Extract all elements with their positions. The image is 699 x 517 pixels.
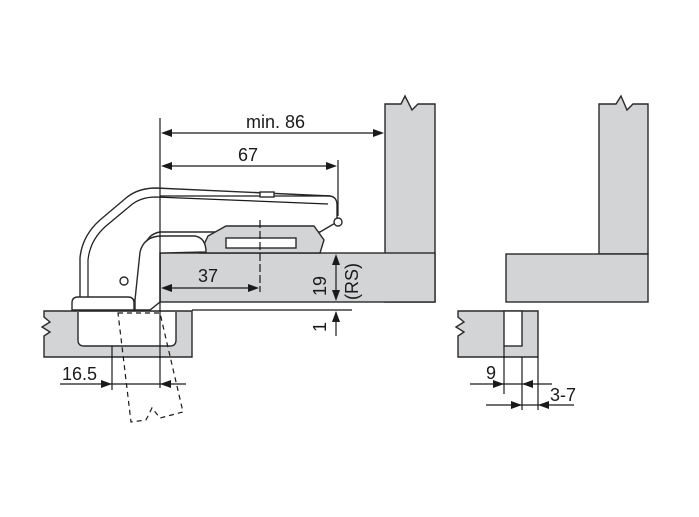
side-panel-left	[384, 94, 436, 303]
dim-37-arrow-right	[248, 284, 259, 292]
dim-1-arrow	[332, 311, 340, 322]
hinge-pivot-pin	[119, 276, 129, 286]
dim-rs-label: (RS)	[342, 263, 362, 300]
door-open-position	[117, 312, 184, 423]
hinge-foot	[71, 296, 135, 311]
dim-16-5-label: 16.5	[62, 364, 97, 384]
hinge-cup	[77, 312, 177, 347]
dim-9-arrow-left	[493, 380, 504, 388]
dim-67-arrow-right	[326, 162, 337, 170]
hinge-knuckle	[134, 235, 207, 311]
dim-3-7-arrow-left	[511, 401, 522, 409]
dim-37-arrow-left	[161, 284, 172, 292]
hinge-screw-head	[259, 191, 275, 198]
hinge-arm-inner	[87, 196, 329, 300]
dim-86-arrow-left	[161, 129, 172, 137]
dim-19-label: 19	[310, 276, 330, 296]
dim-67-label: 67	[238, 145, 258, 165]
dim-67-arrow-left	[161, 162, 172, 170]
dim-3-7-arrow-right	[538, 401, 549, 409]
side-panel-right	[598, 94, 649, 255]
dim-9-label: 9	[486, 363, 496, 383]
dim-1-label: 1	[310, 322, 330, 332]
hinge-arm	[79, 187, 338, 301]
dim-9-arrow-right	[522, 380, 533, 388]
shelf-panel-left	[159, 252, 436, 303]
mounting-plate-slot	[225, 237, 297, 249]
dim-37-label: 37	[198, 266, 218, 286]
hinge-adjust-screw	[333, 217, 343, 227]
door-panel-right	[454, 310, 539, 358]
dim-min-86-label: min. 86	[246, 112, 305, 132]
dim-3-7-label: 3-7	[550, 385, 576, 405]
dim-16-5-arrow-right	[160, 380, 171, 388]
dim-19-arrow-bottom	[332, 290, 340, 301]
shelf-panel-right	[505, 253, 649, 303]
dim-16-5-arrow-left	[101, 380, 112, 388]
dim-86-arrow-right	[373, 129, 384, 137]
dim-19-arrow-top	[332, 254, 340, 265]
cup-bore-right	[503, 310, 523, 347]
